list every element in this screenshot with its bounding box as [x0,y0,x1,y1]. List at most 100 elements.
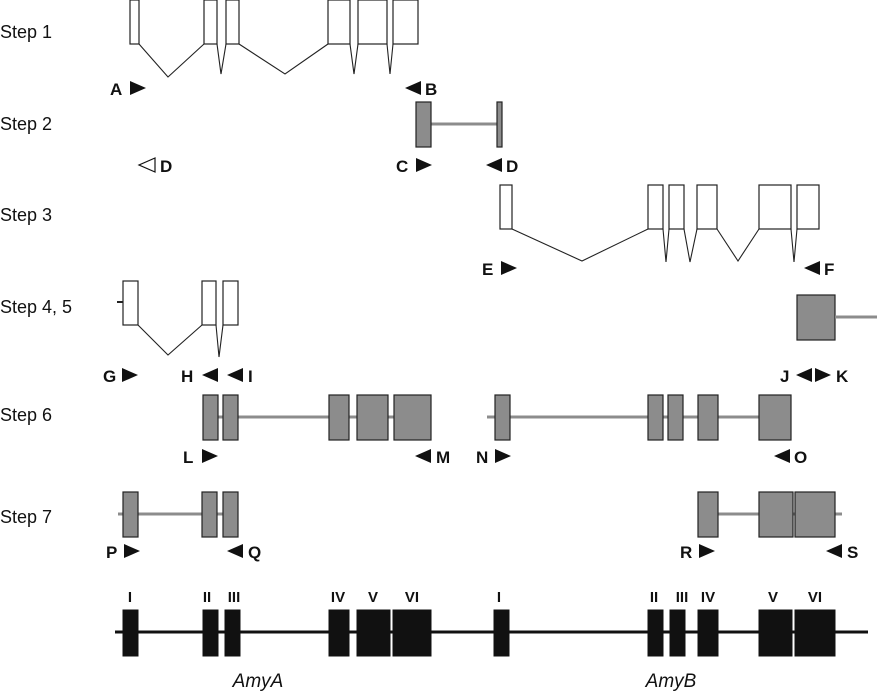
step7-right-exon-1 [697,491,719,538]
step1-intron-4 [349,43,359,75]
step-6-label: Step 6 [0,405,52,425]
step6-left-exon-5 [393,394,432,441]
primer-r-label: R [680,543,692,562]
step1-intron-1 [138,43,205,78]
amya-exon-i [122,609,139,657]
amya-exon-v [356,609,391,657]
primer-e-arrow [501,261,517,275]
amyb-exon-iv [697,609,719,657]
step45-exon-1 [122,280,139,326]
amya-exon-ii-label: II [203,589,211,606]
amya-exon-i-label: I [128,589,132,606]
step1-intron-5 [386,43,394,75]
step3-exon-1 [499,184,513,230]
amyb-exon-v [758,609,793,657]
primer-n-label: N [476,448,488,467]
step45-exon-3 [222,280,239,326]
primer-i-label: I [248,367,253,386]
step-3-structure [499,184,820,263]
primer-m-arrow [415,449,431,463]
amyb-exon-ii [647,609,664,657]
step7-right-exon-2 [758,491,794,538]
step45-right-exon [796,294,836,341]
step-1-structure [129,0,419,78]
step3-intron-4 [716,228,760,263]
step-1-label: Step 1 [0,22,52,42]
primer-c-label: C [396,157,408,176]
amya-exon-ii [202,609,219,657]
amyb-exon-ii-label: II [650,589,658,606]
primer-h-label: H [181,367,193,386]
step3-exon-6 [796,184,820,230]
amyb-exon-vi-label: VI [808,589,822,606]
step-2-structure [415,101,503,148]
amyb-exon-iii-label: III [676,589,689,606]
primer-s-arrow [826,544,842,558]
primer-d-open-label: D [160,157,172,176]
step1-exon-5 [357,0,388,45]
step1-intron-3 [238,43,329,75]
step45-intron-1 [137,324,203,356]
step6-right-exon-5 [758,394,792,441]
amya-exon-iv [328,609,350,657]
amya-exon-iii [224,609,241,657]
primer-g-arrow [122,368,138,382]
step6-right-exon-2 [647,394,664,441]
step3-intron-3 [683,228,698,263]
primer-o-arrow [774,449,790,463]
step-4-5-label: Step 4, 5 [0,297,72,317]
step6-left-exon-4 [356,394,389,441]
step6-left-exon-1 [202,394,219,441]
primer-l-label: L [183,448,193,467]
primer-s-label: S [847,543,858,562]
step6-left-exon-2 [222,394,239,441]
step7-left-exon-2 [201,491,218,538]
primer-a-label: A [110,80,122,99]
step7-left-exon-1 [122,491,139,538]
step7-left-exon-3 [222,491,239,538]
step-6-structure [202,394,792,441]
amyb-exon-iv-label: IV [701,589,715,606]
primer-d-open-arrow [137,157,156,173]
step6-right-exon-1 [494,394,511,441]
primer-g-label: G [103,367,116,386]
primer-j-arrow [796,368,812,382]
primer-c-arrow [416,158,432,172]
step3-exon-3 [668,184,685,230]
primer-f-label: F [824,260,834,279]
primer-q-arrow [227,544,243,558]
step1-exon-6 [392,0,419,45]
step45-exon-2 [201,280,217,326]
step6-left-exon-3 [328,394,350,441]
primer-m-label: M [436,448,450,467]
step6-right-exon-3 [667,394,684,441]
step3-intron-1 [511,228,649,262]
amyb-exon-i-label: I [497,589,501,606]
step45-intron-2 [215,324,224,358]
step3-exon-2 [647,184,664,230]
primer-k-label: K [836,367,849,386]
primer-d-arrow [486,158,502,172]
step-4-5-structure [117,280,877,358]
primer-e-label: E [482,260,493,279]
primer-i-arrow [227,368,243,382]
primer-q-label: Q [248,543,261,562]
gene-map: I II III IV V VI I II III IV V VI AmyA A… [115,589,868,692]
amyb-exon-vi [794,609,836,657]
amya-exon-v-label: V [368,589,378,606]
primer-f-arrow [804,261,820,275]
step3-exon-4 [696,184,718,230]
primer-d-label: D [506,157,518,176]
amyb-exon-v-label: V [768,589,778,606]
amyb-exon-i [493,609,510,657]
step1-exon-4 [327,0,351,45]
primer-o-label: O [794,448,807,467]
step-7-label: Step 7 [0,507,52,527]
step1-exon-3 [225,0,240,45]
gene-amyb-label: AmyB [645,671,697,692]
primer-r-arrow [699,544,715,558]
step7-right-exon-3 [794,491,836,538]
step3-intron-5 [790,228,798,263]
primer-p-arrow [124,544,140,558]
